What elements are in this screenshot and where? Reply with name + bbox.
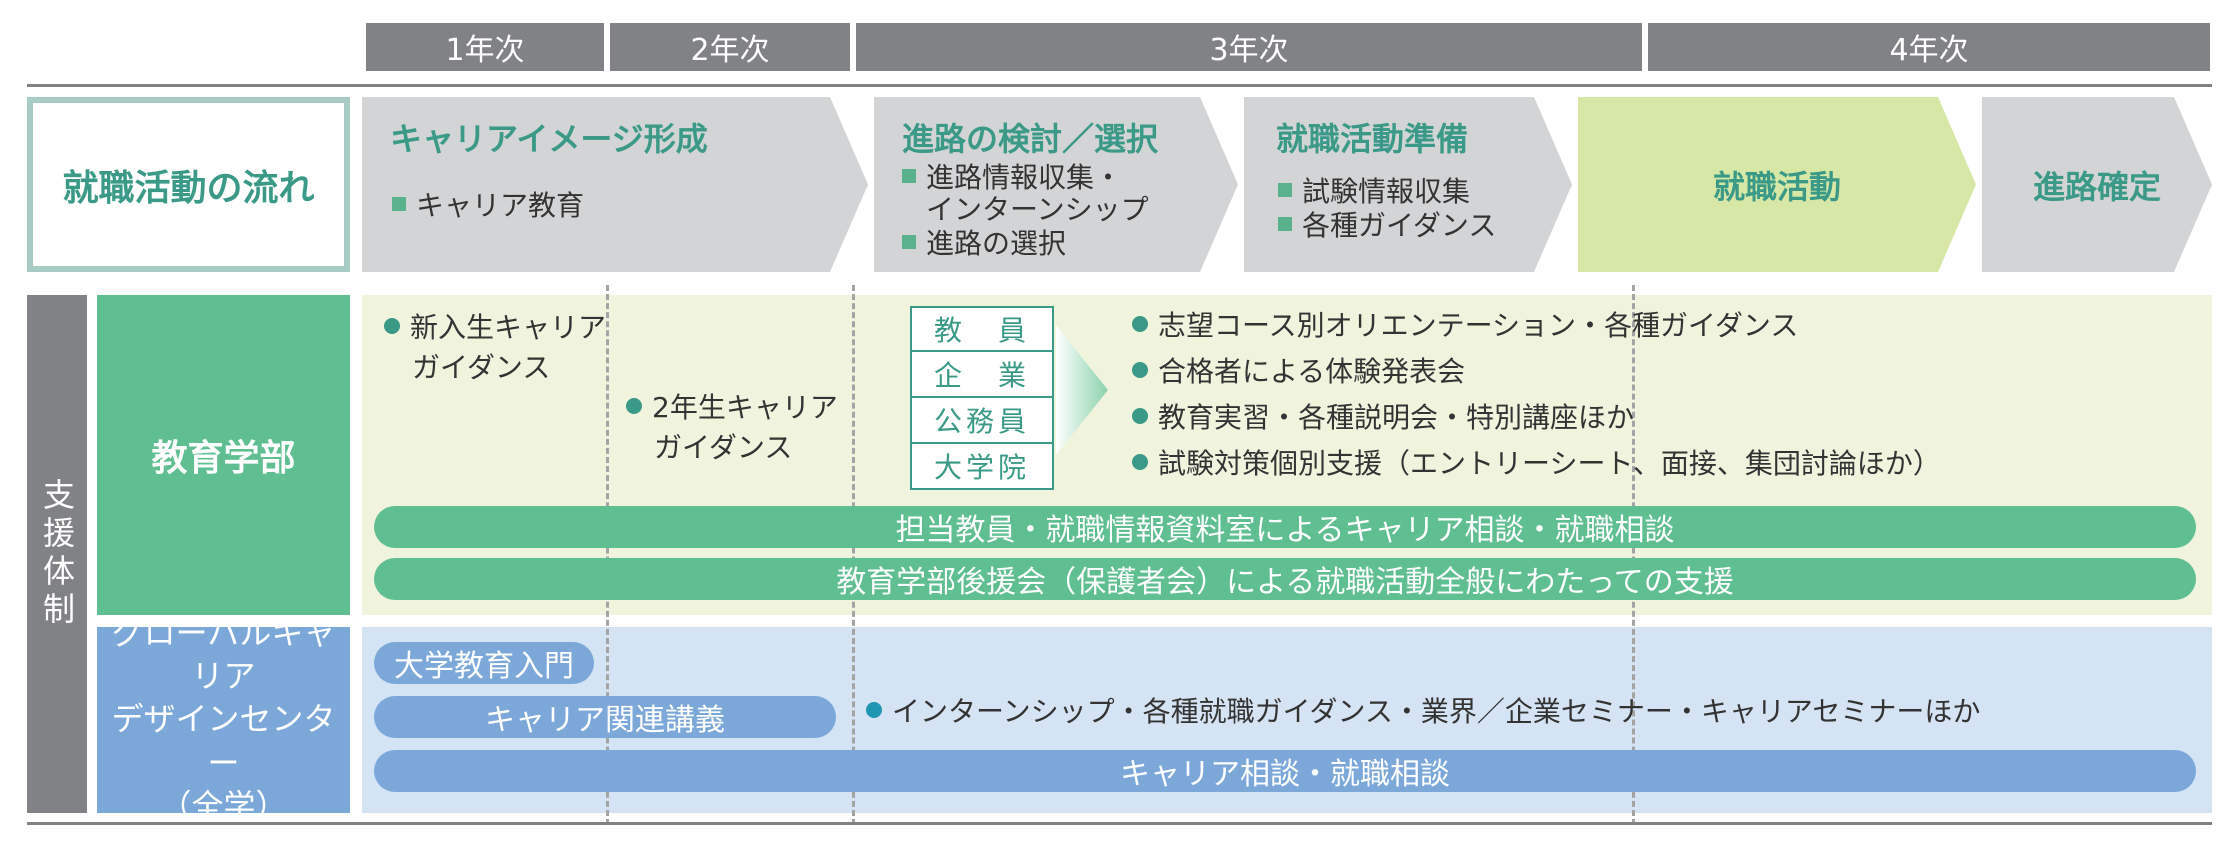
role-box-company: 企 業 <box>910 352 1054 398</box>
gcd-label-line: グローバルキャリア <box>111 614 336 696</box>
phase-item: 進路情報収集・ <box>902 160 1122 195</box>
bullet-text: 教育実習・各種説明会・特別講座ほか <box>1158 401 1635 434</box>
phase-item: キャリア教育 <box>392 188 584 223</box>
footer-divider <box>27 822 2212 825</box>
gcd-bullet: インターンシップ・各種就職ガイダンス・業界／企業セミナー・キャリアセミナーほか <box>866 694 1980 730</box>
flow-label: 就職活動の流れ <box>27 97 350 272</box>
bullet-text: 試験対策個別支援（エントリーシート、面接、集団討論ほか） <box>1158 447 1941 480</box>
phase-item: 試験情報収集 <box>1278 174 1470 209</box>
second-year-guidance: 2年生キャリア <box>626 390 838 426</box>
circle-bullet-icon <box>866 702 882 718</box>
year-header-1: 1年次 <box>366 23 604 71</box>
flow-phase-job-prep <box>1244 97 1572 272</box>
year-divider <box>606 285 609 825</box>
flow-phase-career-fixed: 進路確定 <box>1982 97 2212 272</box>
year-header-3: 3年次 <box>856 23 1642 71</box>
edu-bar-parent-support: 教育学部後援会（保護者会）による就職活動全般にわたっての支援 <box>374 558 2196 600</box>
square-bullet-icon <box>392 197 406 211</box>
first-year-guidance-cont: ガイダンス <box>412 351 551 384</box>
phase-item: 各種ガイダンス <box>1278 208 1496 243</box>
year-header-4: 4年次 <box>1648 23 2210 71</box>
square-bullet-icon <box>1278 183 1292 197</box>
circle-bullet-icon <box>384 318 400 334</box>
edu-bullet-2: 合格者による体験発表会 <box>1132 354 1465 390</box>
flow-phase-career-image <box>362 97 868 272</box>
education-faculty-label: 教育学部 <box>97 295 350 615</box>
edu-bullet-1: 志望コース別オリエンテーション・各種ガイダンス <box>1132 308 1798 344</box>
phase-item: 進路の選択 <box>902 226 1066 261</box>
header-divider <box>27 84 2212 87</box>
flow-phase-course-decision <box>874 97 1238 272</box>
first-year-guidance: 新入生キャリア <box>384 310 606 346</box>
phase-item-text: 進路の選択 <box>926 227 1067 260</box>
gcd-bar-career-consult: キャリア相談・就職相談 <box>374 750 2196 792</box>
support-side-label: 支援体制 <box>27 295 87 813</box>
edu-bullet-3: 教育実習・各種説明会・特別講座ほか <box>1132 400 1634 436</box>
year-header-2: 2年次 <box>610 23 850 71</box>
circle-bullet-icon <box>1132 362 1148 378</box>
role-box-civil-servant: 公務員 <box>910 398 1054 444</box>
flow-phase-job-hunting: 就職活動 <box>1578 97 1976 272</box>
edu-bar-career-consult: 担当教員・就職情報資料室によるキャリア相談・就職相談 <box>374 506 2196 548</box>
edu-bullet-4: 試験対策個別支援（エントリーシート、面接、集団討論ほか） <box>1132 446 1941 482</box>
circle-bullet-icon <box>1132 408 1148 424</box>
phase-item-text: キャリア教育 <box>416 189 585 222</box>
phase-title: 進路の検討／選択 <box>902 120 1159 158</box>
bullet-text: 2年生キャリア <box>652 391 838 424</box>
role-box-teacher: 教 員 <box>910 306 1054 352</box>
gcd-pill-university-intro: 大学教育入門 <box>374 642 594 684</box>
bullet-text: 志望コース別オリエンテーション・各種ガイダンス <box>1158 309 1799 342</box>
square-bullet-icon <box>1278 217 1292 231</box>
gcd-label-line: （全学） <box>159 786 288 825</box>
circle-bullet-icon <box>1132 454 1148 470</box>
square-bullet-icon <box>902 235 916 249</box>
year-divider <box>852 285 855 825</box>
bullet-text: 合格者による体験発表会 <box>1158 355 1466 388</box>
phase-title: 就職活動準備 <box>1276 120 1469 158</box>
second-year-guidance-cont: ガイダンス <box>654 431 793 464</box>
phase-item-text: 進路情報収集・ <box>926 161 1123 194</box>
bullet-text: インターンシップ・各種就職ガイダンス・業界／企業セミナー・キャリアセミナーほか <box>892 695 1981 728</box>
square-bullet-icon <box>902 169 916 183</box>
gcd-pill-career-lecture: キャリア関連講義 <box>374 696 836 738</box>
year-divider <box>1632 285 1635 825</box>
phase-item-text: 各種ガイダンス <box>1302 209 1497 242</box>
phase-item: インターンシップ <box>926 193 1149 226</box>
phase-title: キャリアイメージ形成 <box>390 120 708 158</box>
gcd-label: グローバルキャリア デザインセンター （全学） <box>97 614 350 825</box>
bullet-text: 新入生キャリア <box>410 311 607 344</box>
circle-bullet-icon <box>1132 316 1148 332</box>
circle-bullet-icon <box>626 398 642 414</box>
role-box-grad-school: 大学院 <box>910 444 1054 490</box>
phase-item-text: 試験情報収集 <box>1302 175 1471 208</box>
gcd-label-line: デザインセンター <box>111 700 336 782</box>
